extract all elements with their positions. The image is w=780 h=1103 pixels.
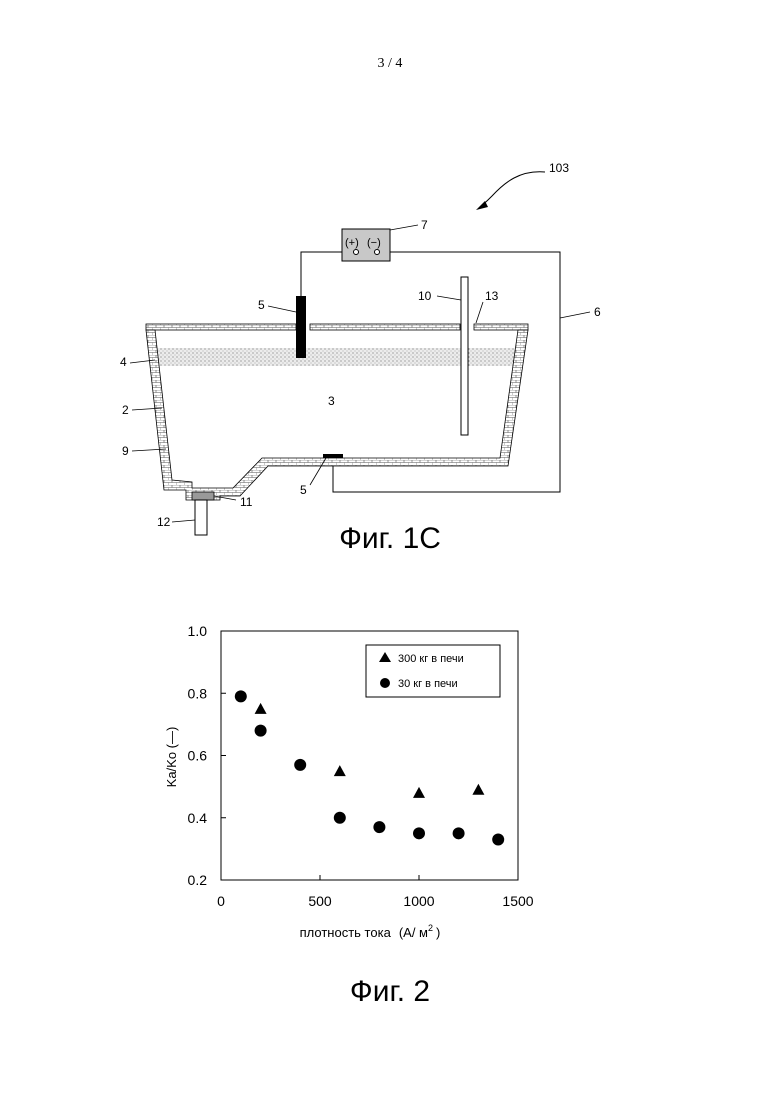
label-5-bottom: 5: [300, 483, 307, 497]
data-point-triangle: [255, 703, 267, 714]
x-axis-unit-sup: 2: [428, 923, 433, 933]
legend-label-300kg: 300 кг в печи: [398, 653, 464, 665]
figure-1c-caption: Фиг. 1C: [300, 522, 480, 556]
label-10: 10: [418, 289, 432, 303]
x-axis-unit: (A/ м: [399, 925, 428, 940]
x-tick-label: 1500: [502, 893, 533, 909]
x-tick-label: 0: [217, 893, 225, 909]
label-7: 7: [421, 218, 428, 232]
wire-positive: [301, 252, 342, 296]
x-axis-unit-end: ): [436, 925, 440, 940]
leader-6: [560, 312, 590, 318]
furnace-lid-left: [146, 324, 296, 330]
wire-negative: [333, 252, 560, 492]
leader-10: [437, 296, 461, 300]
figure-2-caption: Фиг. 2: [300, 975, 480, 1009]
x-tick-label: 1000: [403, 893, 434, 909]
label-11: 11: [240, 495, 253, 509]
label-power-minus: (−): [367, 237, 381, 249]
x-axis-label-text: плотность тока: [300, 925, 392, 940]
data-point-circle: [492, 834, 504, 846]
arrow-103-leader: [480, 172, 545, 207]
legend-circle-marker: [380, 678, 390, 688]
leader-13: [476, 302, 483, 323]
minus-terminal: [375, 250, 380, 255]
rod-10: [461, 277, 468, 435]
label-5-top: 5: [258, 298, 265, 312]
y-axis-label: Ka/Ko (—): [164, 727, 179, 788]
y-tick-label: 0.4: [188, 810, 208, 826]
arrow-103-head: [476, 201, 488, 210]
data-point-circle: [235, 690, 247, 702]
legend-label-30kg: 30 кг в печи: [398, 678, 458, 690]
label-6: 6: [594, 305, 601, 319]
label-2: 2: [122, 403, 129, 417]
y-tick-label: 0.6: [188, 748, 208, 764]
label-103: 103: [549, 161, 569, 175]
data-point-circle: [294, 759, 306, 771]
legend-triangle-marker: [379, 652, 391, 662]
leader-12: [172, 520, 195, 522]
leader-7: [390, 225, 418, 230]
label-9: 9: [122, 444, 129, 458]
data-point-circle: [255, 725, 267, 737]
y-tick-label: 0.2: [188, 872, 208, 888]
y-tick-label: 0.8: [188, 685, 208, 701]
label-3: 3: [328, 394, 335, 408]
data-point-triangle: [413, 787, 425, 798]
bottom-electrode: [323, 454, 343, 458]
plot-frame: [221, 631, 518, 880]
plus-terminal: [354, 250, 359, 255]
data-point-circle: [334, 812, 346, 824]
furnace-diagram: 103 7 (+) (−) 6 5 10 13 4 3 2 9 5 11 12: [0, 0, 780, 560]
data-point-circle: [413, 827, 425, 839]
data-point-circle: [373, 821, 385, 833]
label-power-plus: (+): [345, 237, 359, 249]
data-point-circle: [453, 827, 465, 839]
furnace-lid-middle: [310, 324, 460, 330]
data-point-triangle: [472, 784, 484, 795]
label-4: 4: [120, 355, 127, 369]
upper-electrode: [296, 296, 306, 358]
y-tick-label: 1.0: [188, 623, 208, 639]
leader-5-top: [268, 306, 296, 312]
taphole-plug: [192, 492, 214, 500]
data-point-triangle: [334, 765, 346, 776]
furnace-lid-right: [474, 324, 528, 330]
label-13: 13: [485, 289, 499, 303]
x-tick-label: 500: [308, 893, 332, 909]
label-12: 12: [157, 515, 171, 529]
legend-box: [366, 645, 500, 697]
x-axis-label: плотность тока (A/ м2): [300, 923, 441, 940]
tap-pipe: [195, 500, 207, 535]
